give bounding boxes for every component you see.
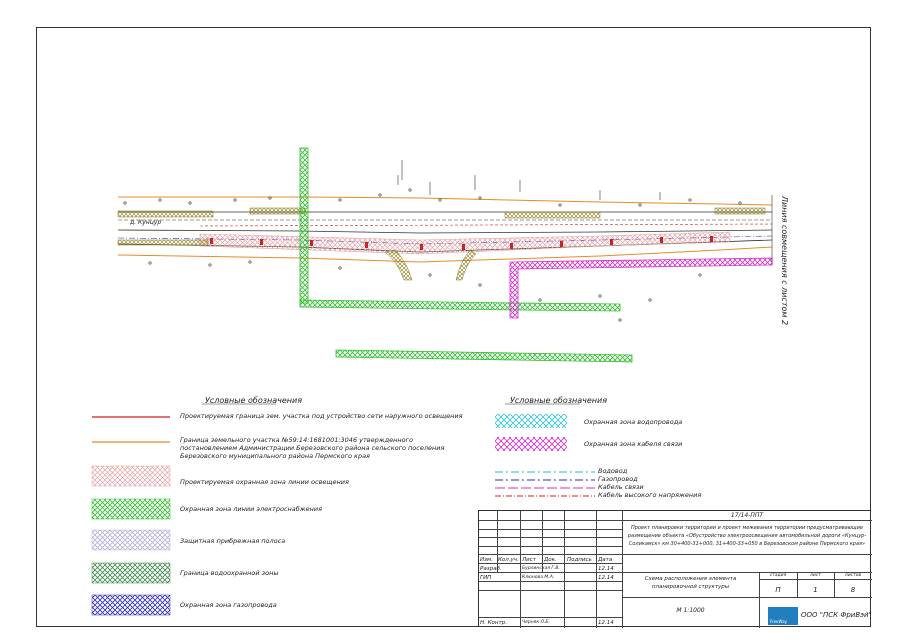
tb-sheets: 8 — [850, 586, 856, 594]
title-block: 17/14-ППТ Проект планировки территории и… — [478, 510, 872, 628]
power-zone-horizontal — [299, 299, 621, 312]
legend-item-orange-line: Граница земельного участка №59:14:168100… — [180, 436, 445, 460]
lighting-protection-zone — [199, 231, 731, 255]
plot-boundary-top — [118, 196, 773, 206]
legend-line-comm: Кабель связи — [598, 483, 644, 491]
tb-col-podpis: Подпись — [567, 557, 592, 563]
legend-item-blue-hatch: Охранная зона газопровода — [180, 601, 277, 609]
tb-date-2: 12.14 — [598, 620, 614, 626]
legend-item-magenta-hatch: Охранная зона кабеля связи — [584, 440, 683, 448]
tb-name-0: Бурлинская Г.В. — [522, 566, 560, 571]
tb-code: 17/14-ППТ — [730, 512, 764, 519]
tb-project: Проект планировки территории и проект ме… — [627, 525, 867, 547]
legend-item-red-line: Проектируемая граница зем. участка под у… — [180, 412, 463, 420]
tb-sheet: 1 — [813, 586, 818, 594]
legend-left-title: Условные обозначения — [205, 396, 303, 405]
tb-role-1: ГИП — [480, 575, 492, 581]
tb-sheet-label: лист — [810, 573, 821, 578]
legend-item-green-hatch: Охранная зона линии электроснабжения — [180, 505, 322, 513]
tb-role-0: Разраб. — [480, 566, 502, 572]
tb-name-2: Черняк Л.Б. — [522, 620, 550, 625]
tb-col-kol: Кол.уч. — [498, 557, 519, 563]
drawing-sheet — [36, 27, 871, 627]
company-logo: FreeWay — [768, 607, 798, 625]
tb-role-2: Н. Контр. — [480, 620, 507, 626]
tb-stage: П — [775, 586, 781, 594]
tb-col-izm: Изм. — [480, 557, 493, 563]
legend-line-gas: Газопровод — [598, 475, 638, 483]
legend-item-lavender-hatch: Защитная прибрежная полоса — [180, 537, 286, 545]
legend-right-title: Условные обозначения — [510, 396, 608, 405]
tb-col-data: Дата — [598, 557, 613, 563]
legend-line-hv: Кабель высокого напряжения — [598, 491, 702, 499]
legend-item-pink-hatch: Проектируемая охранная зона линии освеще… — [180, 478, 349, 486]
village-label: д. Кунцур — [130, 219, 162, 226]
tb-col-list: Лист — [522, 557, 536, 563]
power-zone-vertical — [299, 147, 309, 304]
tb-stage-label: стадия — [769, 573, 787, 578]
power-zone-lower — [335, 349, 633, 363]
legend-line-water: Водовод — [598, 467, 628, 475]
tb-name-1: Клюнова М.А. — [522, 575, 555, 580]
legend-item-cyan-hatch: Охранная зона водопровода — [584, 418, 683, 426]
tb-sheets-label: листов — [844, 573, 862, 578]
match-line-label: Линия совмещения с листом 2 — [780, 196, 789, 326]
plot-boundary-bottom — [117, 246, 773, 263]
tb-date-1: 12.14 — [598, 575, 614, 581]
tb-col-dok: Док. — [544, 557, 557, 563]
tb-date-0: 12.14 — [598, 566, 614, 572]
tb-company: ООО "ПСК ФриВэй" — [801, 611, 872, 619]
tb-scale: М 1:1000 — [676, 607, 705, 614]
tb-sheet-title: Схема расположения элемента планировочно… — [644, 576, 737, 590]
legend-item-darkgreen-hatch: Граница водоохранной зоны — [180, 569, 279, 577]
